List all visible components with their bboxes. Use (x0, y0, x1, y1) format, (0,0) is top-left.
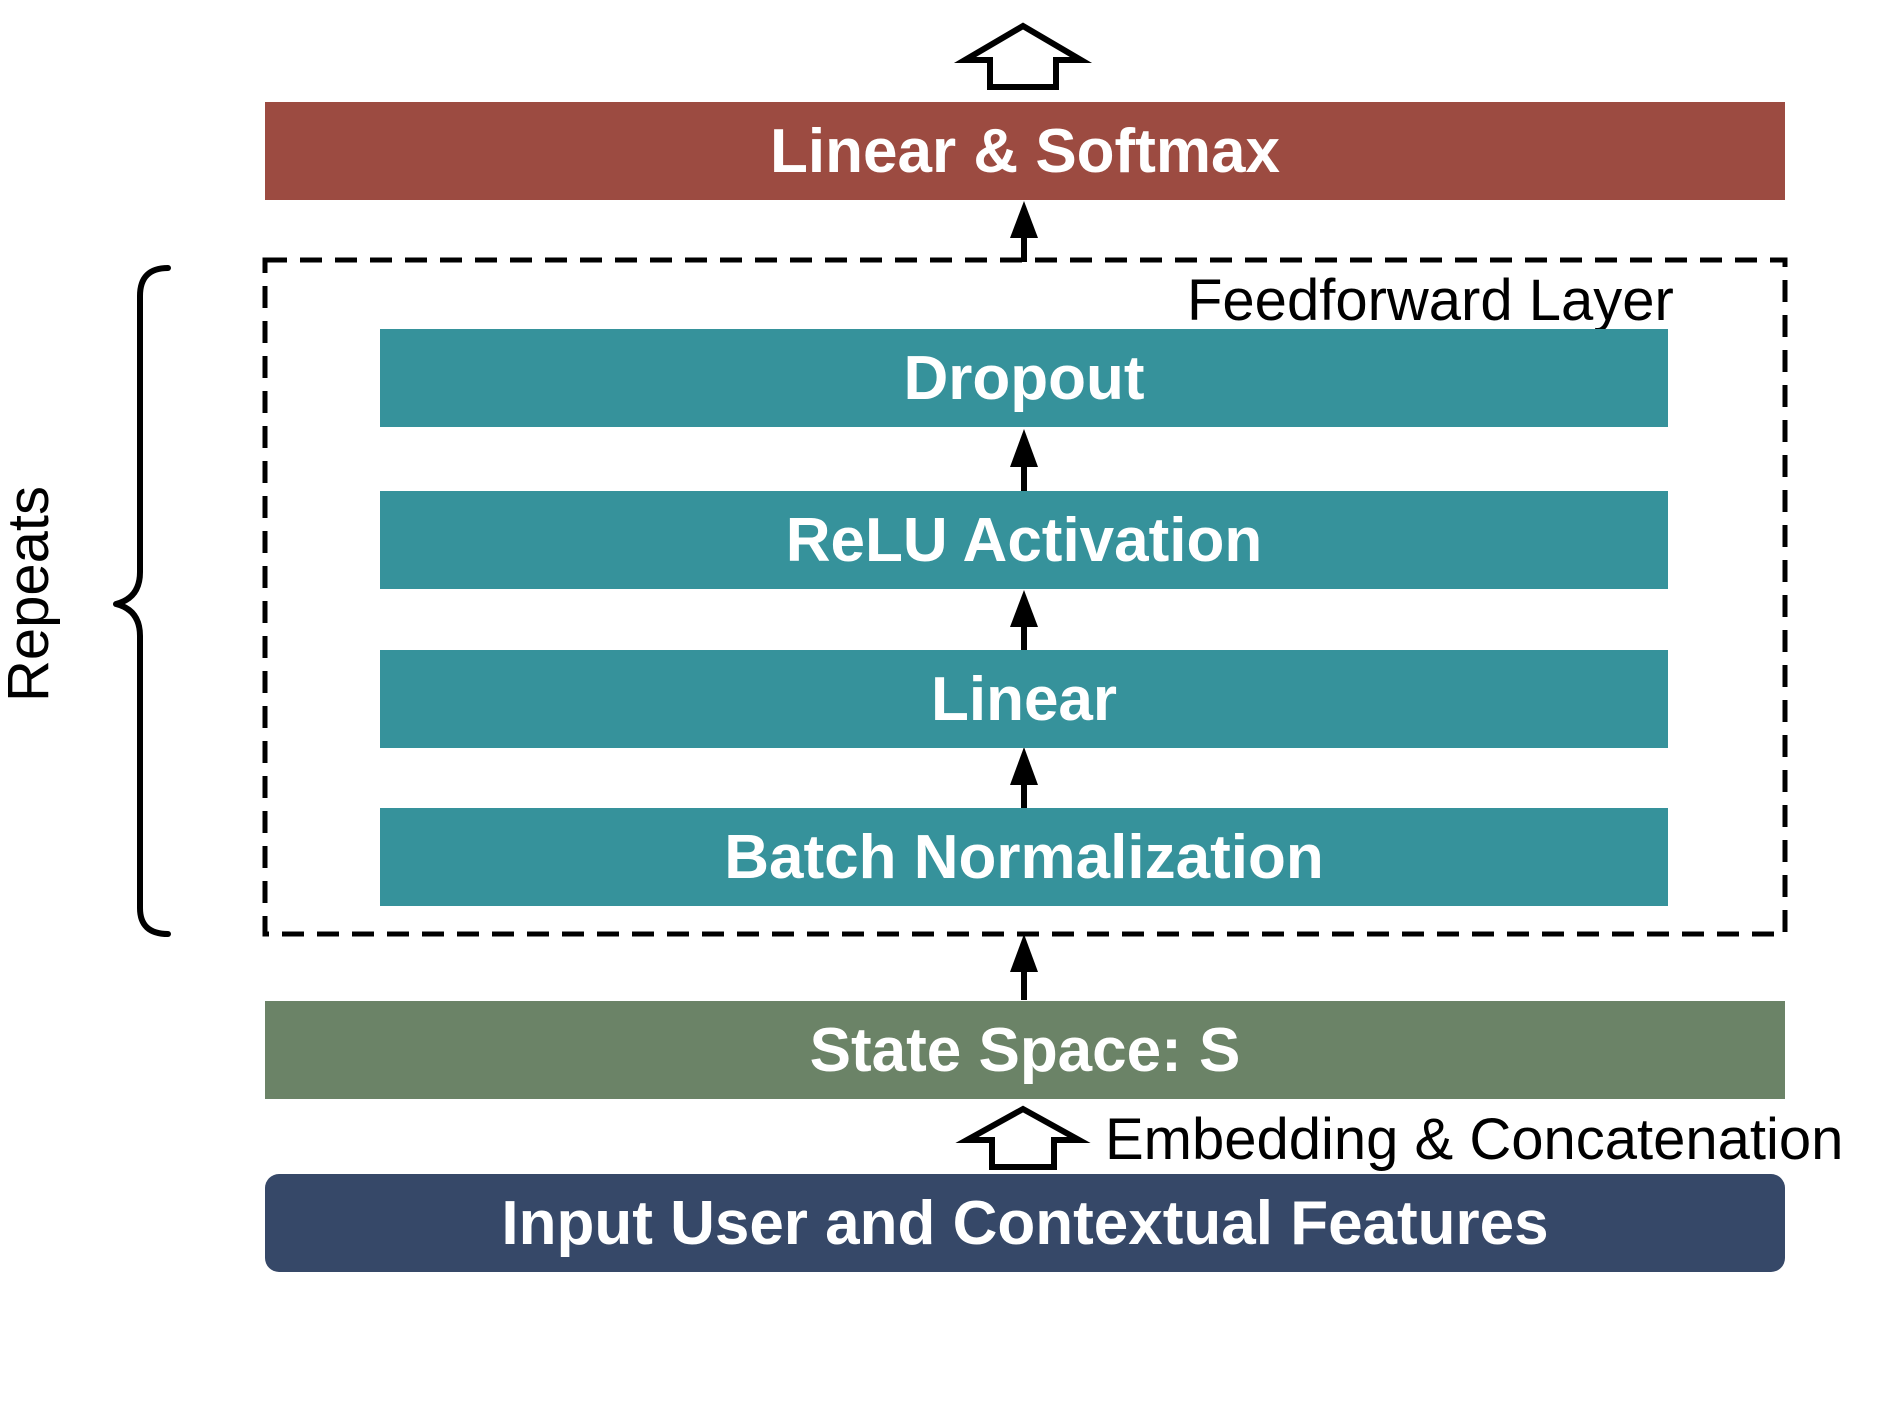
output-arrow-icon (953, 22, 1093, 90)
feedforward-layer-title: Feedforward Layer (1187, 268, 1674, 333)
state-space-label: State Space: S (809, 1015, 1241, 1085)
dropout-block: Dropout (380, 329, 1668, 427)
dropout-label: Dropout (903, 343, 1145, 413)
state-space-block: State Space: S (265, 1001, 1785, 1099)
batch-normalization-label: Batch Normalization (724, 822, 1324, 892)
batch-normalization-block: Batch Normalization (380, 808, 1668, 906)
arrow-head-to-output-icon (1010, 201, 1038, 238)
arrow-head-relu-dropout-icon (1010, 429, 1038, 467)
linear-block: Linear (380, 650, 1668, 748)
linear-softmax-block: Linear & Softmax (265, 102, 1785, 200)
repeats-label: Repeats (0, 485, 61, 702)
linear-label: Linear (930, 664, 1118, 734)
input-features-label: Input User and Contextual Features (501, 1188, 1549, 1258)
feedforward-layer-boundary (262, 257, 1788, 937)
repeats-brace-icon (113, 265, 171, 937)
embedding-arrow-icon (955, 1105, 1091, 1170)
input-features-block: Input User and Contextual Features (265, 1174, 1785, 1272)
linear-softmax-label: Linear & Softmax (770, 116, 1280, 186)
arrow-head-bn-linear-icon (1010, 747, 1038, 785)
relu-activation-label: ReLU Activation (785, 505, 1263, 575)
relu-activation-block: ReLU Activation (380, 491, 1668, 589)
arrow-head-state-feedforward-icon (1010, 934, 1038, 972)
embedding-concatenation-label: Embedding & Concatenation (1105, 1107, 1844, 1172)
arrow-head-linear-relu-icon (1010, 590, 1038, 627)
